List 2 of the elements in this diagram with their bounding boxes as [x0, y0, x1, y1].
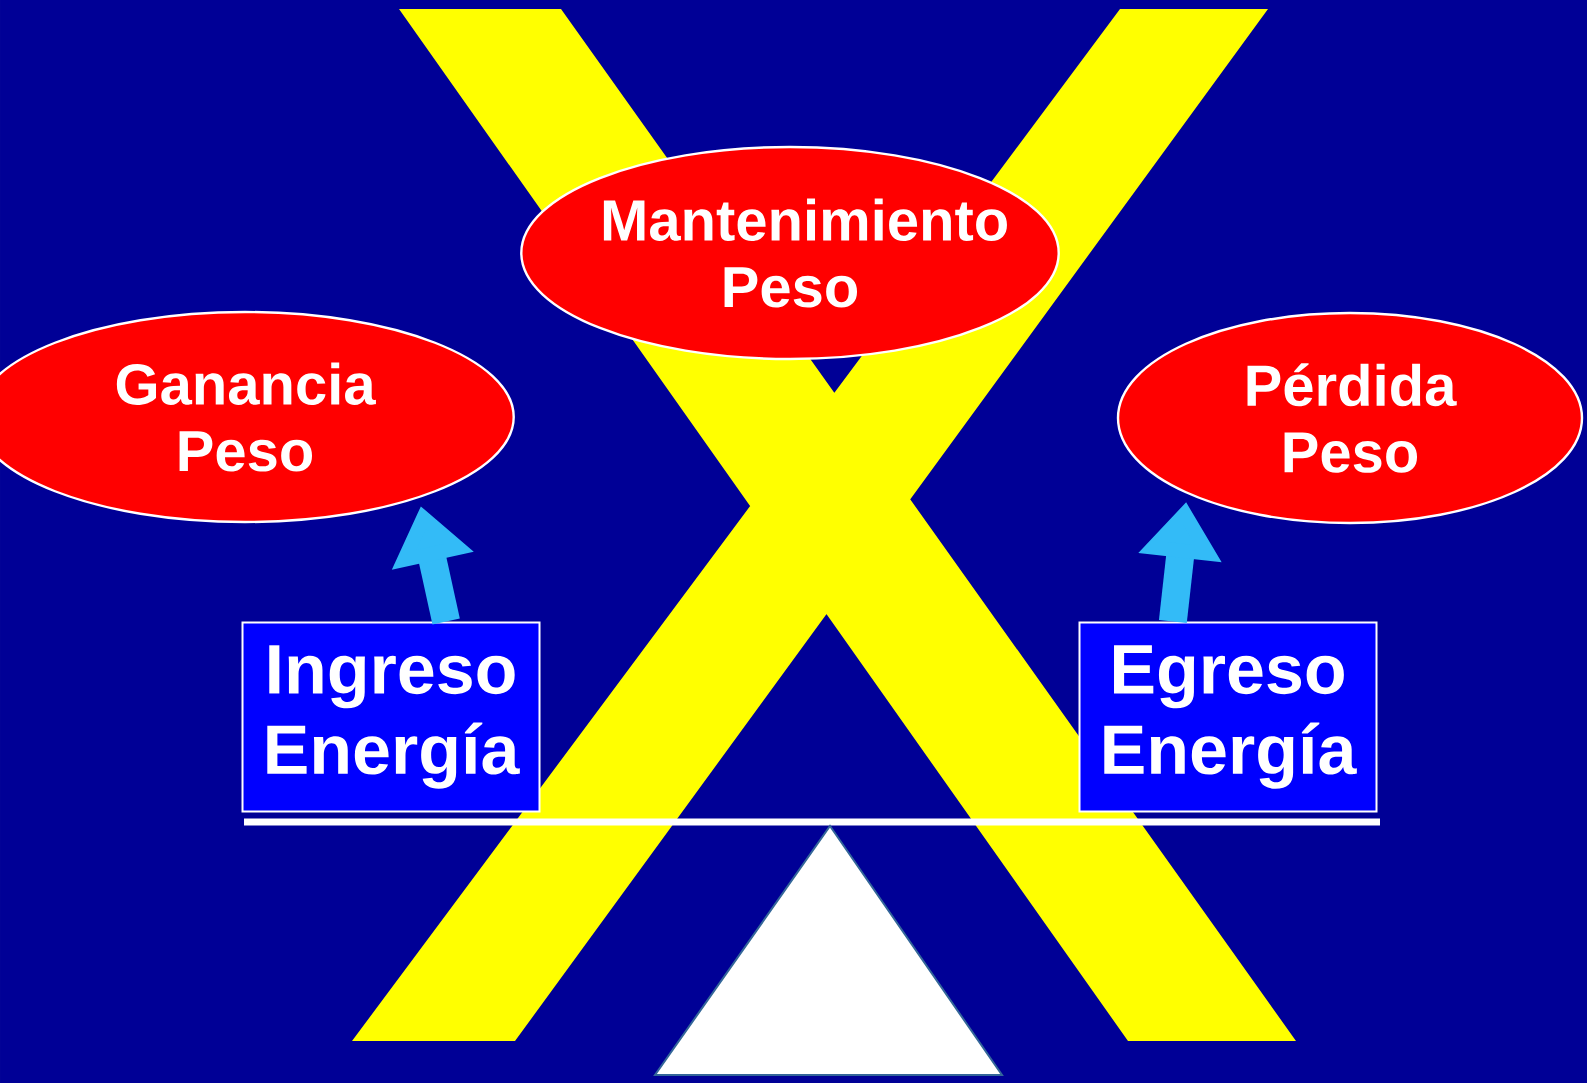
energy-box: Egreso Energía	[1078, 621, 1378, 813]
energy-box: Ingreso Energía	[241, 621, 541, 813]
